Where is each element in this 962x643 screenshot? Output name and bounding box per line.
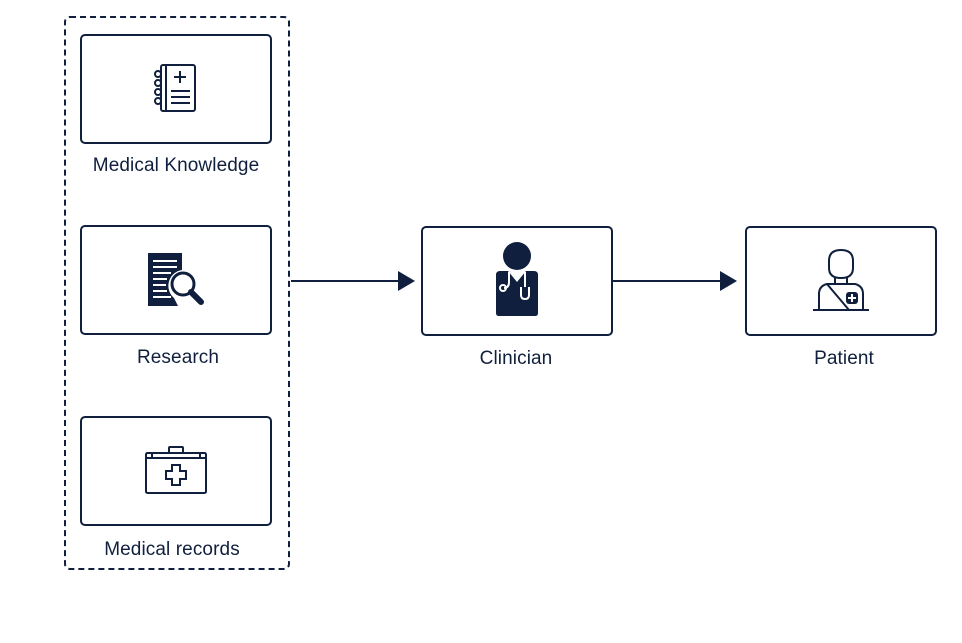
patient-icon (811, 248, 871, 314)
clinician-label: Clinician (479, 348, 553, 369)
medical-book-icon (152, 62, 200, 116)
clinician-to-patient-arrowhead (720, 271, 737, 291)
document-search-icon (144, 250, 208, 310)
sources-group (64, 16, 290, 570)
clinician-node (421, 226, 613, 336)
research-node (80, 225, 272, 335)
patient-node (745, 226, 937, 336)
medical-records-label: Medical records (104, 539, 240, 560)
sources-to-clinician-arrowhead (398, 271, 415, 291)
medical-kit-icon (144, 445, 208, 497)
medical-records-node (80, 416, 272, 526)
medical-knowledge-node (80, 34, 272, 144)
research-label: Research (136, 347, 220, 368)
patient-label: Patient (814, 348, 874, 369)
doctor-icon (488, 242, 546, 320)
medical-knowledge-label: Medical Knowledge (92, 155, 260, 176)
